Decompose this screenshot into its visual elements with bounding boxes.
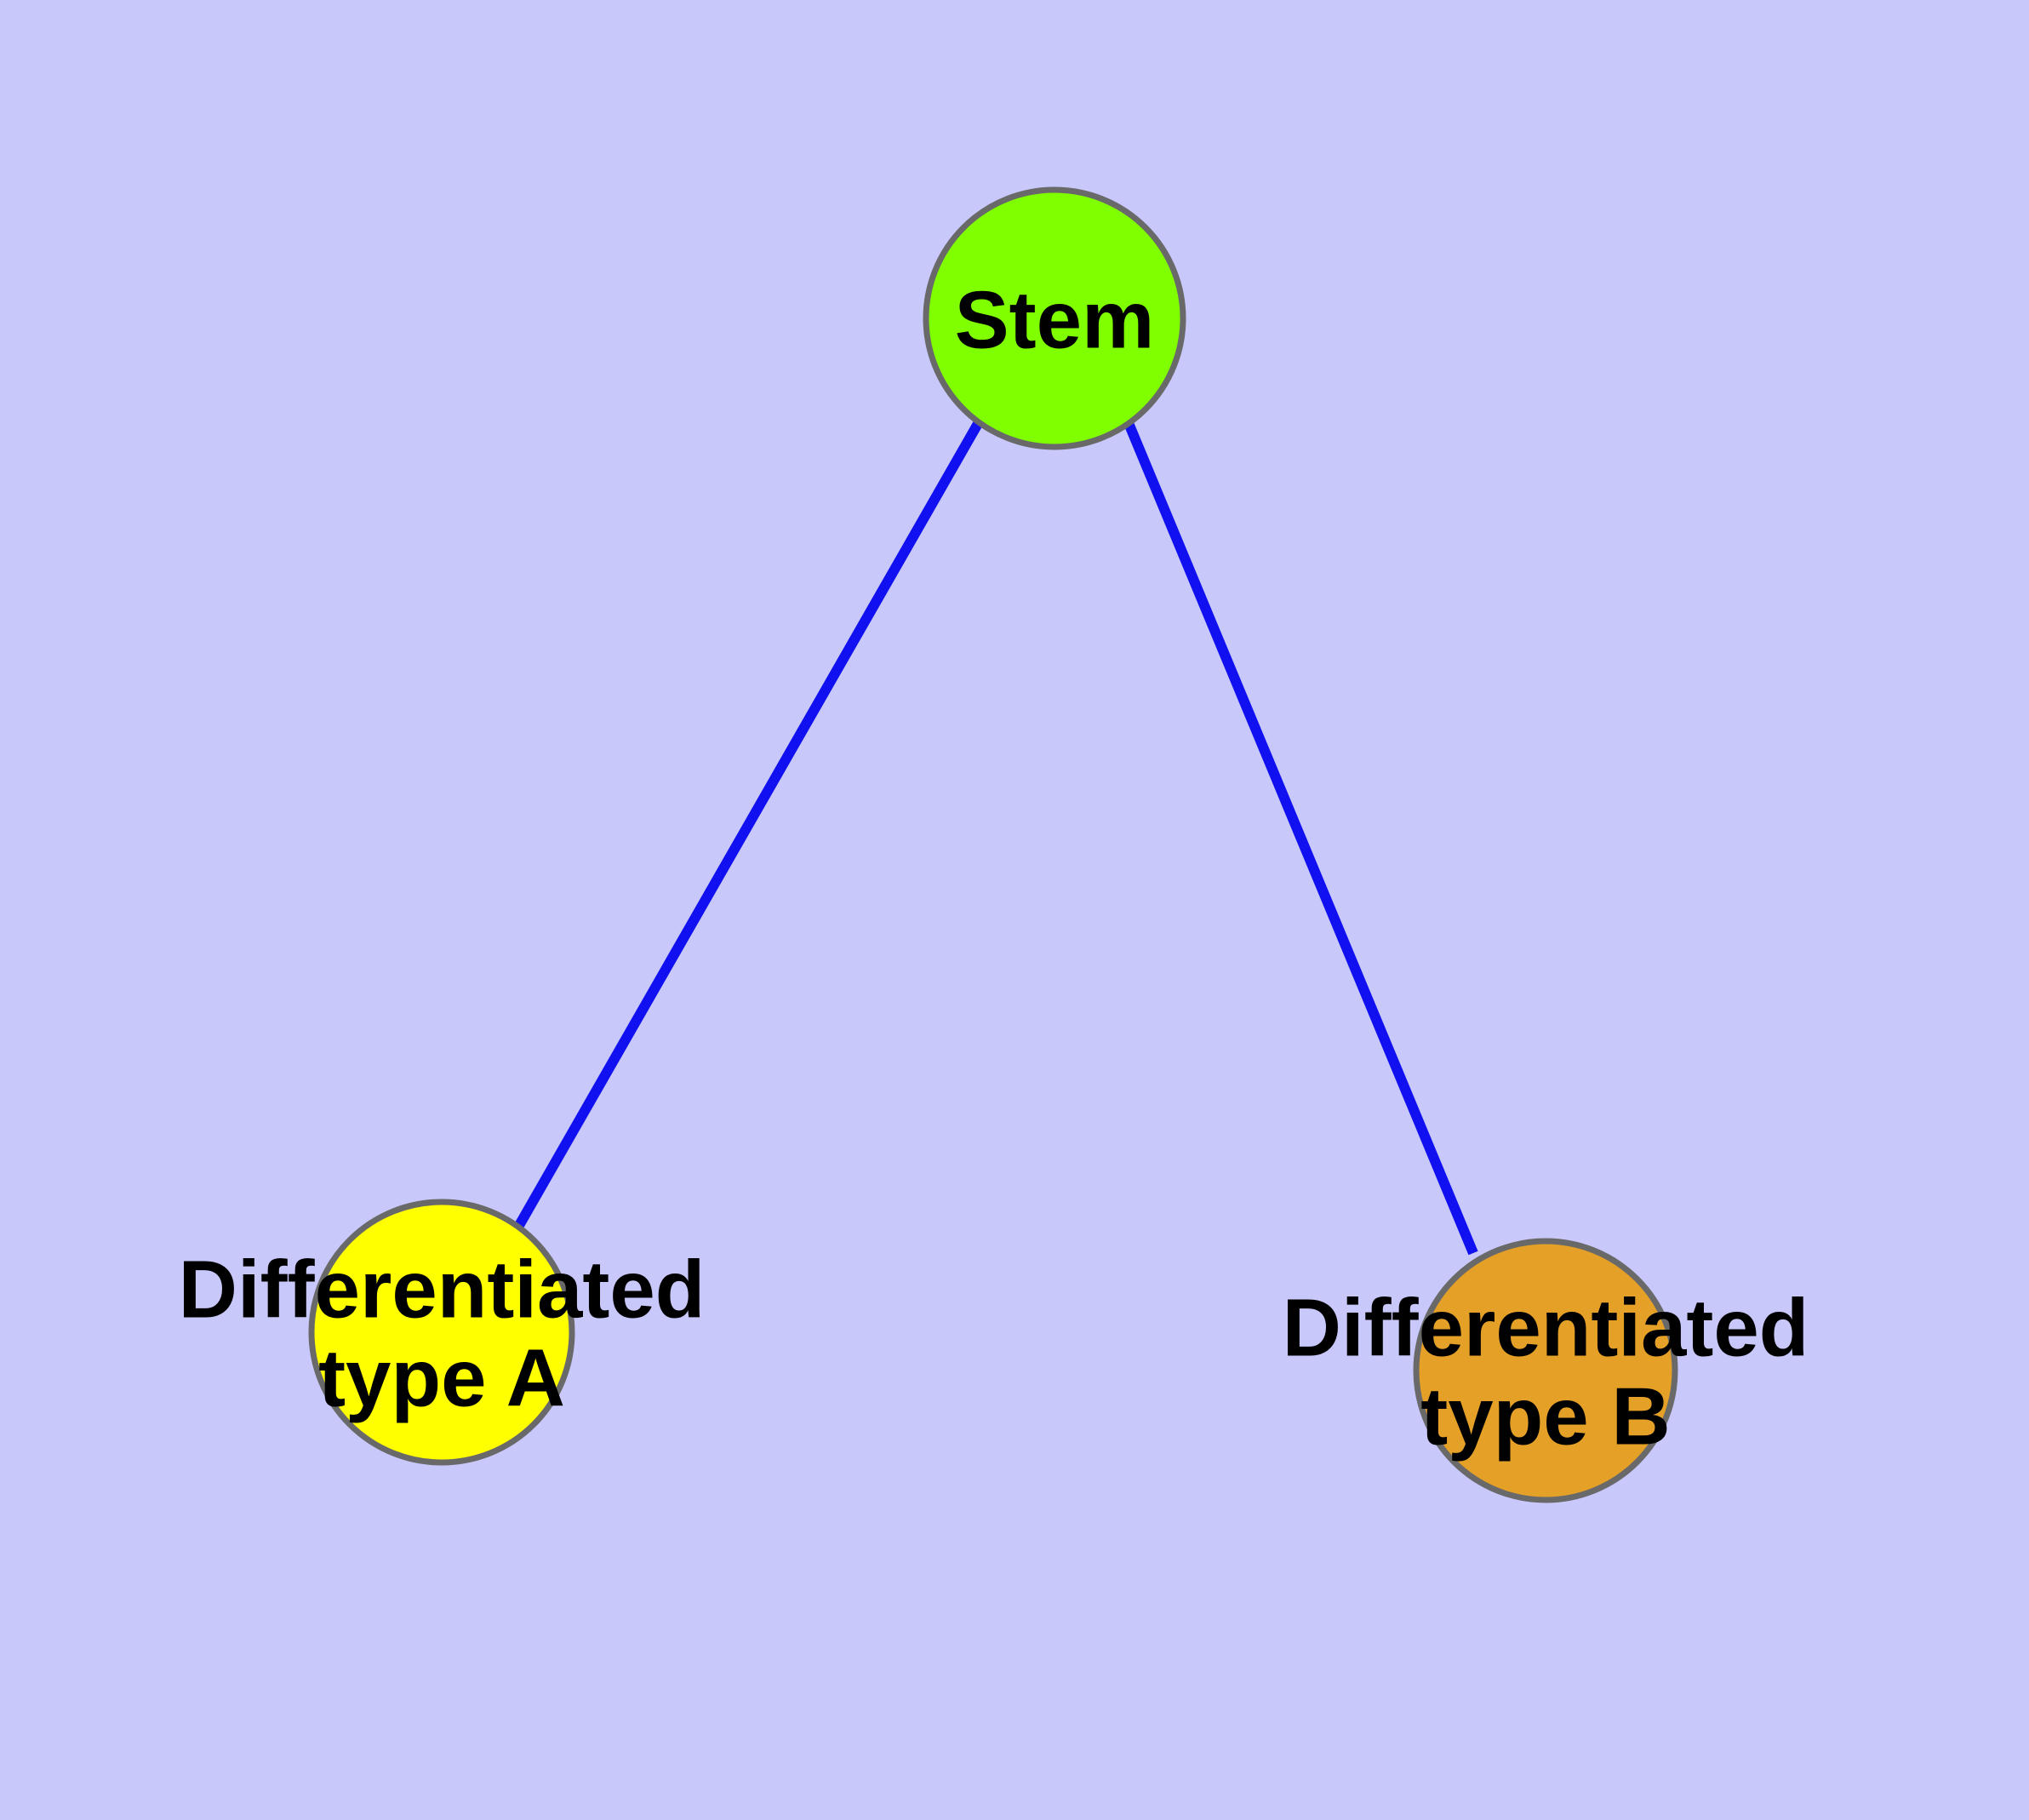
edge-stem-diff-b[interactable] [1123,421,1478,1256]
nodes-layer [308,186,1678,1503]
node-label-line: type A [318,1333,565,1424]
edge-stem-diff-a[interactable] [512,420,984,1231]
node-label-line: Differentiated [179,1245,706,1336]
node-label-stem: Stem [955,275,1155,366]
edges-layer [512,420,1478,1256]
node-label-line: Stem [955,275,1155,366]
node-label-line: Differentiated [1283,1283,1809,1374]
node-diff-a[interactable] [308,1199,575,1466]
node-stem[interactable] [923,186,1186,450]
node-diff-b[interactable] [1413,1238,1678,1503]
node-label-line: type B [1420,1371,1670,1462]
